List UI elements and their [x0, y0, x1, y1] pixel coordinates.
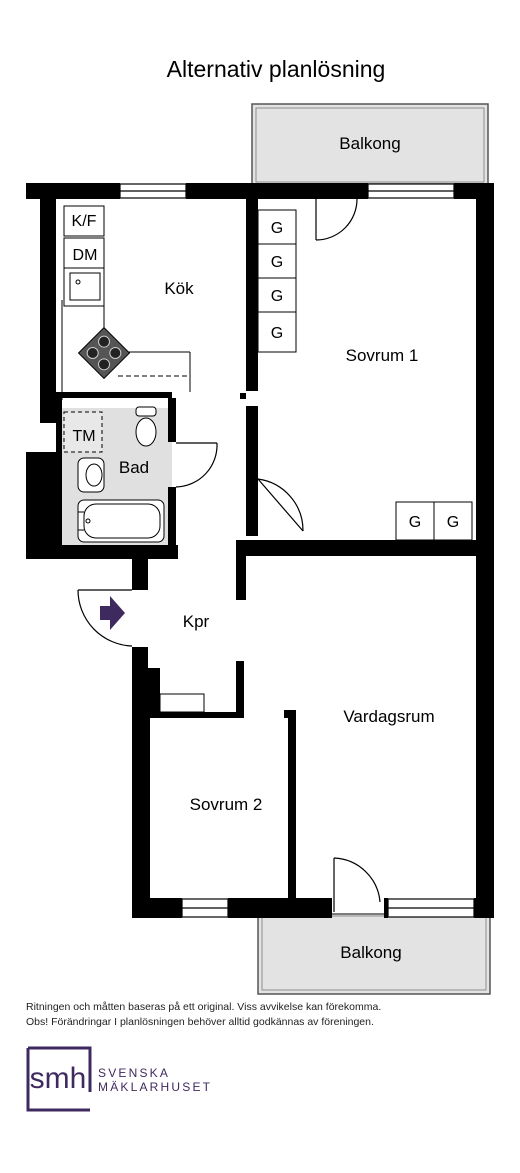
doors	[77, 198, 381, 912]
dishwasher-label: DM	[73, 247, 98, 264]
room-label-kok: Kök	[164, 279, 194, 298]
room-label-sovrum2: Sovrum 2	[190, 795, 263, 814]
wardrobe-label: G	[271, 325, 283, 342]
walls	[26, 183, 494, 918]
wardrobe-label: G	[271, 254, 283, 271]
wardrobe-label: G	[409, 514, 421, 531]
kitchen-fixtures	[61, 205, 191, 400]
brand-line-2: MÄKLARHUSET	[98, 1080, 213, 1094]
hall-closet	[159, 693, 205, 713]
room-label-kpr: Kpr	[183, 612, 210, 631]
wardrobe-label: G	[447, 514, 459, 531]
balcony-top	[251, 103, 489, 185]
balcony-bottom	[257, 913, 491, 995]
room-label-sovrum1: Sovrum 1	[346, 346, 419, 365]
svg-text:smh: smh	[30, 1062, 87, 1095]
fridge-freezer-label: K/F	[72, 213, 97, 230]
windows	[119, 183, 475, 918]
disclaimer-line-1: Ritningen och måtten baseras på ett orig…	[26, 1001, 382, 1013]
brand-logo: smh SVENSKA MÄKLARHUSET	[26, 1046, 326, 1116]
disclaimer-line-2: Obs! Förändringar I planlösningen behöve…	[26, 1016, 374, 1028]
room-label-balkong-bottom: Balkong	[340, 943, 401, 962]
wardrobe-label: G	[271, 288, 283, 305]
bathroom-fixtures	[63, 406, 165, 543]
stove-icon	[77, 326, 131, 380]
room-label-bad: Bad	[119, 458, 149, 477]
entrance-arrow-icon	[100, 596, 125, 630]
wardrobes	[257, 209, 473, 541]
room-label-vardagsrum: Vardagsrum	[343, 707, 434, 726]
disclaimer: Ritningen och måtten baseras på ett orig…	[26, 1000, 506, 1030]
plan-title: Alternativ planlösning	[167, 56, 386, 82]
washing-machine-label: TM	[72, 428, 95, 445]
wardrobe-label: G	[271, 220, 283, 237]
smh-logo-icon: smh	[26, 1046, 92, 1112]
room-label-balkong-top: Balkong	[339, 134, 400, 153]
brand-line-1: SVENSKA	[98, 1066, 171, 1080]
toilet-icon	[135, 417, 157, 447]
